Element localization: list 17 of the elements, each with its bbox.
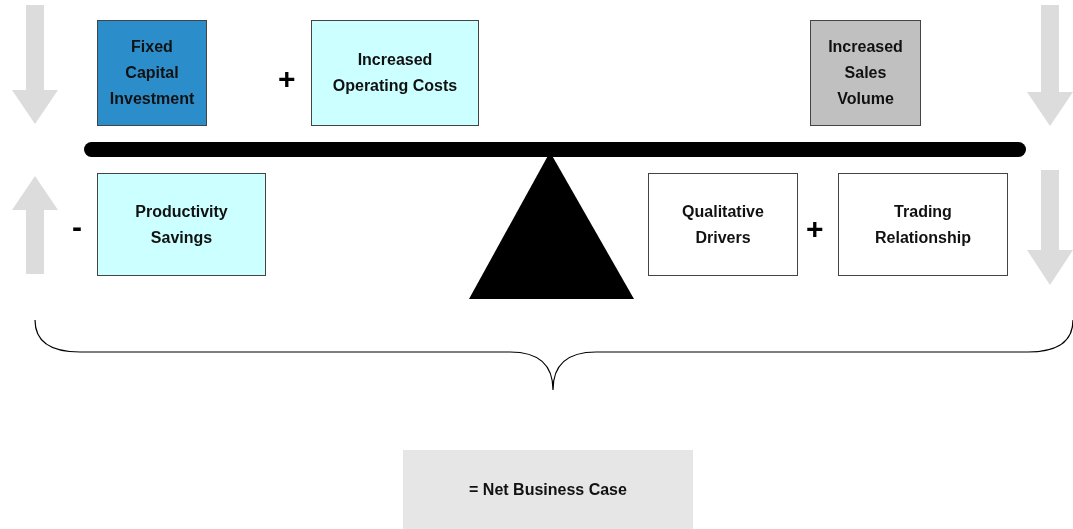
box-label: Productivity Savings [134,201,229,248]
driver-box [838,173,1008,276]
box-label: = Net Business Case [468,479,628,500]
box-label: Fixed Capital Investment [108,37,196,109]
box-label: Increased Sales Volume [827,37,904,109]
result-box [403,450,693,529]
operator-sign: - [72,212,82,242]
fixed-cost-box [97,20,207,126]
operator-sign: + [806,214,824,244]
cost-box [311,20,479,126]
box-label: Trading Relationship [874,201,972,248]
driver-box [648,173,798,276]
operator-sign: + [278,64,296,94]
benefit-box [810,20,921,126]
box-label: Qualitative Drivers [681,201,765,248]
savings-box [97,173,266,276]
box-label: Increased Operating Costs [331,50,459,96]
